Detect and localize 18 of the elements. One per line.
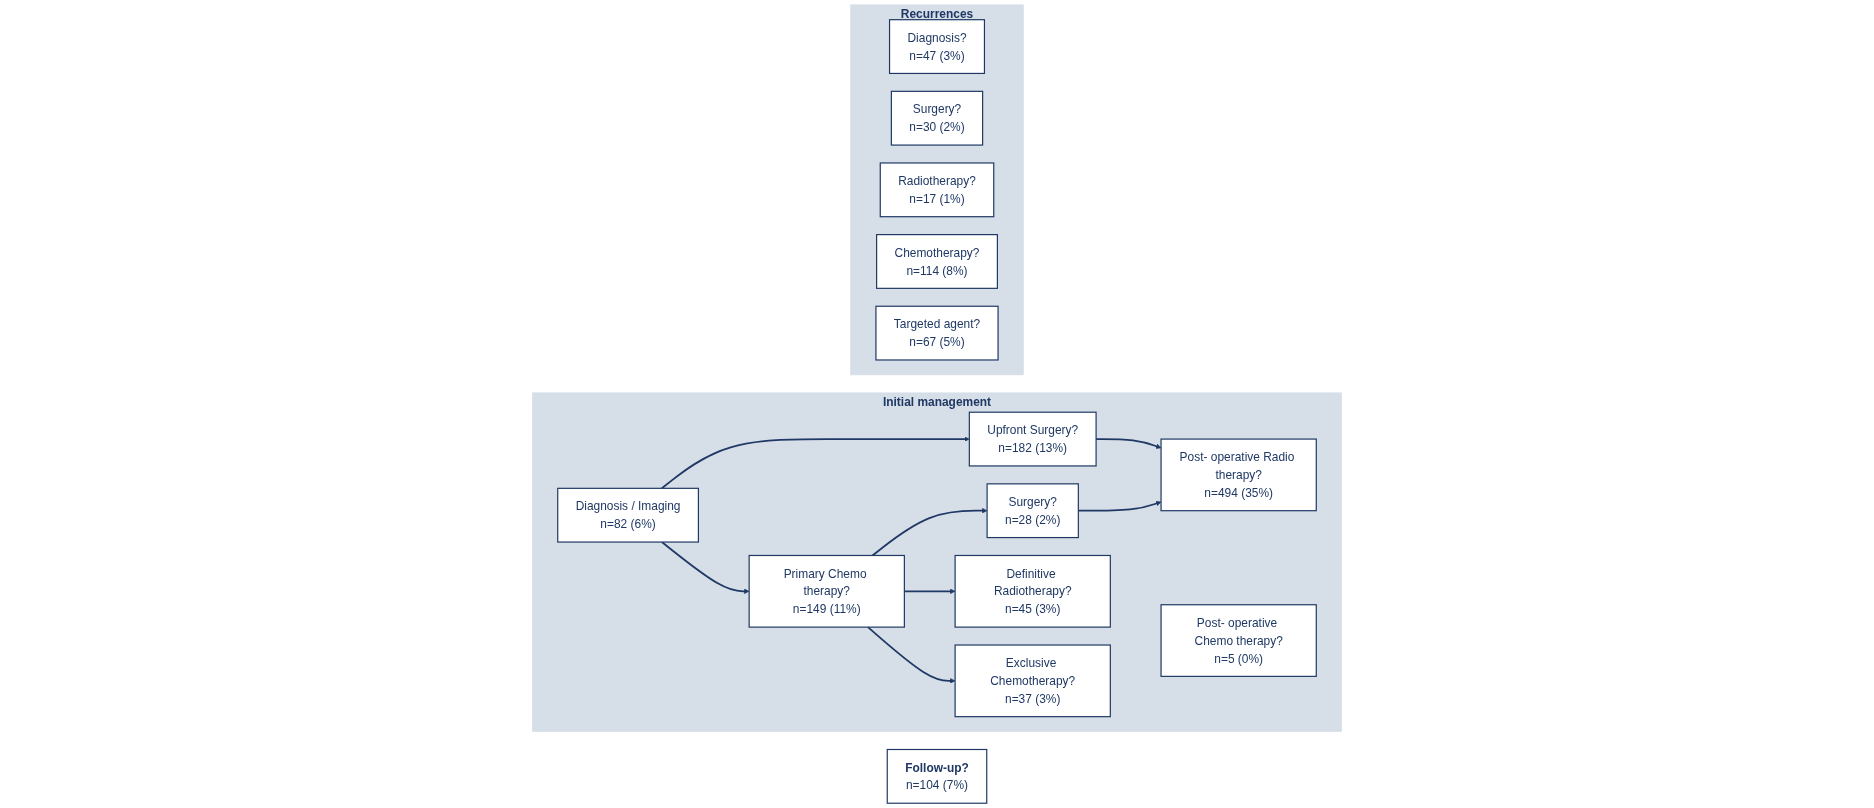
node-box: Surgery? n=30 (2%) xyxy=(890,90,984,146)
arrow xyxy=(660,541,750,594)
arrow xyxy=(871,508,988,557)
node-box: Chemotherapy? n=114 (8%) xyxy=(876,234,998,289)
node-box: Definitive Radiotherapy? n=45 (3%) xyxy=(954,554,1111,628)
node-box: Post- operative Chemo therapy? n=5 (0%) xyxy=(1160,604,1317,677)
node-box: Diagnosis? n=47 (3%) xyxy=(888,19,986,75)
node-box: Primary Chemo therapy? n=149 (11%) xyxy=(748,554,905,628)
node-box: Follow-up? n=104 (7%) xyxy=(886,748,988,804)
arrow xyxy=(660,436,970,490)
arrow xyxy=(867,626,956,684)
node-box: Exclusive Chemotherapy? n=37 (3%) xyxy=(954,644,1111,718)
node-box: Targeted agent? n=67 (5%) xyxy=(875,305,999,361)
node-box: Post- operative Radio therapy? n=494 (35%) xyxy=(1160,438,1317,512)
node-box: Upfront Surgery? n=182 (13%) xyxy=(968,411,1097,467)
node-box: Radiotherapy? n=17 (1%) xyxy=(879,162,995,218)
node-box: Diagnosis / Imaging n=82 (6%) xyxy=(557,487,699,543)
node-box: Surgery? n=28 (2%) xyxy=(986,483,1079,539)
